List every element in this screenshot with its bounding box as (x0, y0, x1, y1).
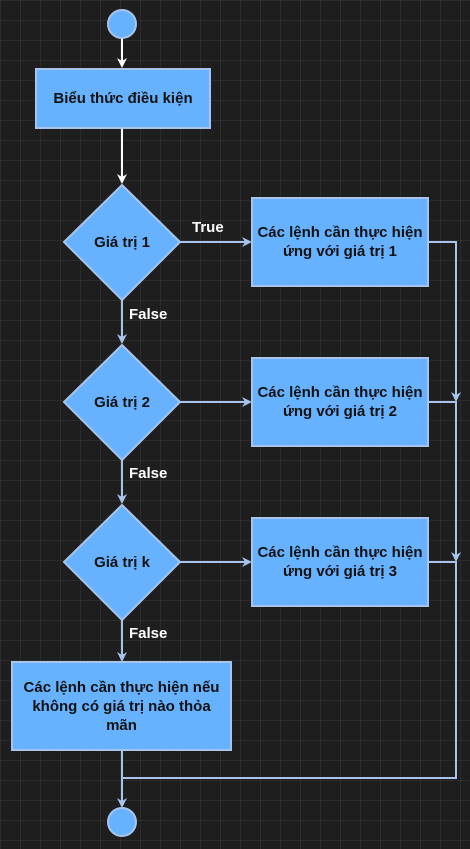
edge-action1-to-merge (428, 241, 461, 402)
action2-node (251, 357, 429, 447)
action1-label: Các lệnh cần thực hiện ứng với giá trị 1 (257, 224, 423, 260)
decision-valuek-node (62, 503, 182, 622)
action1-node (251, 197, 429, 287)
action3-label: Các lệnh cần thực hiện ứng với giá trị 3 (257, 544, 423, 580)
default-action-node (11, 661, 232, 751)
edge-action3-to-merge (122, 561, 457, 779)
edge-label-false-1: False (129, 306, 168, 323)
decision-valuek-label: Giá trị k (94, 553, 150, 571)
edge-label-false-2: False (129, 465, 168, 482)
edge-label-true: True (192, 219, 224, 236)
expression-node (35, 68, 211, 129)
end-node (107, 807, 137, 837)
default-action-label: Các lệnh cần thực hiện nếu không có giá … (23, 678, 220, 734)
edge-action2-to-merge (428, 401, 461, 562)
decision-value1-node (62, 183, 182, 302)
expression-label: Biểu thức điều kiện (53, 90, 193, 107)
decision-value2-label: Giá trị 2 (94, 393, 150, 411)
edge-label-false-3: False (129, 625, 168, 642)
decision-value1-label: Giá trị 1 (94, 233, 150, 251)
start-node (107, 9, 137, 39)
action3-node (251, 517, 429, 607)
action2-label: Các lệnh cần thực hiện ứng với giá trị 2 (257, 384, 423, 420)
decision-value2-node (62, 343, 182, 462)
